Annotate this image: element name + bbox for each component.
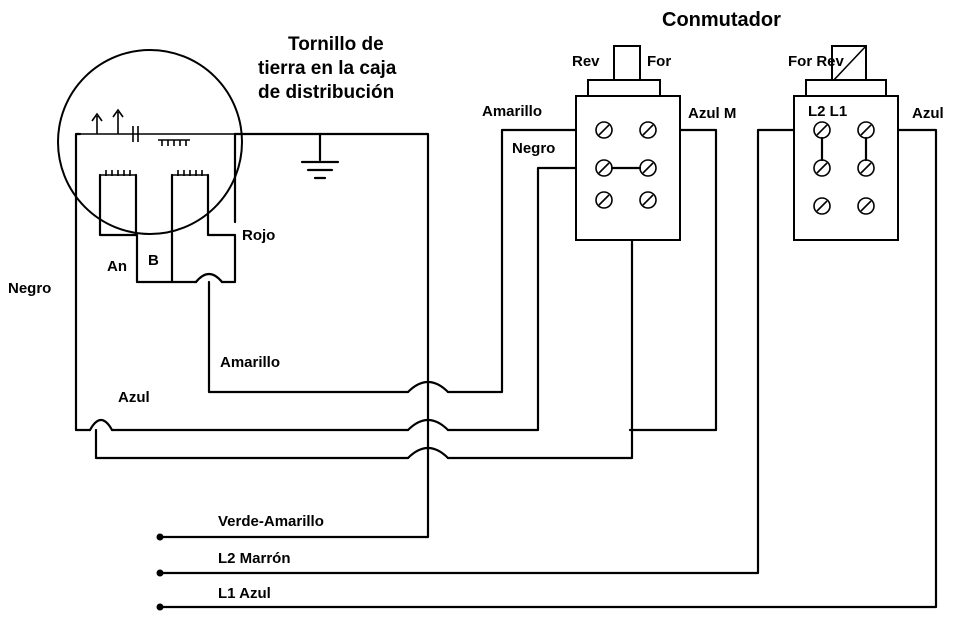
wire-amarillo-end: [446, 128, 604, 394]
switch-left-cap: [587, 79, 661, 97]
switch-right: For Rev L2 L1 Azul: [788, 45, 944, 241]
left-winding: [100, 170, 136, 176]
label-azul: Azul: [118, 389, 150, 406]
screw-terminal: [639, 121, 657, 139]
wire-negro: [74, 132, 92, 432]
label-amarillo-switch: Amarillo: [482, 103, 542, 120]
ground-label-line-1: Tornillo de: [288, 34, 384, 55]
terminal-dot-l1: [156, 603, 164, 611]
label-l1-azul: L1 Azul: [218, 585, 271, 602]
wire-azul: [94, 428, 410, 460]
top-capacitor: [132, 126, 139, 142]
top-winding: [158, 139, 190, 146]
lead-crossover: [194, 272, 224, 284]
label-verde-amarillo: Verde-Amarillo: [218, 513, 324, 530]
wire-amarillo: [207, 280, 410, 394]
screw-terminal: [595, 121, 613, 139]
wire-l1: [158, 128, 938, 609]
screw-terminal: [639, 191, 657, 209]
screw-terminal: [813, 197, 831, 215]
wires: Negro Amarillo Azul Verde-Amarillo L2 Ma…: [8, 128, 938, 611]
ground: Tornillo de tierra en la caja de distrib…: [258, 34, 397, 180]
lead-rojo: [206, 173, 237, 284]
switch-right-cap: [805, 79, 887, 97]
label-negro: Negro: [8, 280, 51, 297]
motor-circle: [57, 49, 243, 235]
screw-terminal: [595, 191, 613, 209]
switch-right-terminals: [813, 121, 875, 215]
wire-top-bus: [233, 132, 430, 380]
motor: An B Rojo: [57, 49, 275, 284]
title-conmutador: Conmutador: [662, 9, 781, 31]
terminal-arrow-1: [91, 112, 103, 134]
label-azul-right: Azul: [912, 105, 944, 122]
terminal-dot-l2: [156, 569, 164, 577]
label-rev-left: Rev: [572, 53, 600, 70]
label-l2-marron: L2 Marrón: [218, 550, 291, 567]
label-negro-switch: Negro: [512, 140, 555, 157]
wire-azul-m: [628, 128, 718, 432]
switch-left: Rev For Amarillo Azul M Negro: [482, 45, 736, 241]
screw-terminal: [857, 197, 875, 215]
wire-azul-hop: [406, 446, 450, 460]
label-l2-l1: L2 L1: [808, 103, 847, 120]
ground-label-line-3: de distribución: [258, 82, 394, 103]
label-for-rev-right: For Rev: [788, 53, 845, 70]
right-winding: [172, 170, 208, 176]
wire-negro-hop2: [406, 418, 450, 432]
terminal-arrow-2: [112, 108, 124, 134]
switch-right-body: [793, 95, 899, 241]
wire-amarillo-hop: [406, 380, 450, 394]
label-azul-m: Azul M: [688, 105, 736, 122]
wire-negro-end: [446, 166, 604, 432]
wire-l2: [158, 128, 824, 575]
label-amarillo: Amarillo: [220, 354, 280, 371]
label-b: B: [148, 252, 159, 269]
label-an: An: [107, 258, 127, 275]
switch-right-actuator-slash: [831, 45, 867, 83]
terminal-dot-verde: [156, 533, 164, 541]
label-for-left: For: [647, 53, 671, 70]
switch-left-terminals: [595, 121, 657, 209]
label-rojo: Rojo: [242, 227, 275, 244]
wire-negro-hop: [88, 418, 114, 432]
ground-label-line-2: tierra en la caja: [258, 58, 397, 79]
wire-verde-amarillo: [158, 530, 430, 539]
switch-left-actuator: [613, 45, 641, 83]
